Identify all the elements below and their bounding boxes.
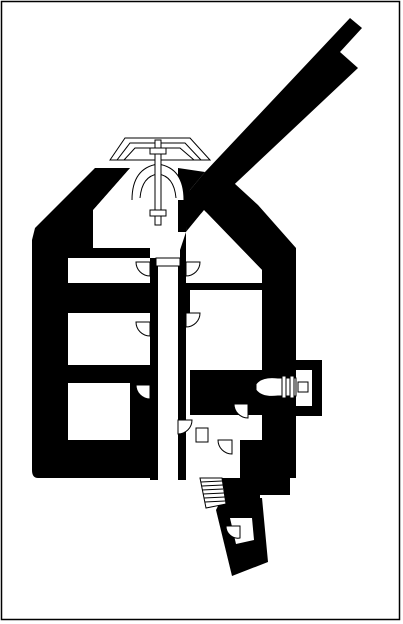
- door-swing-icon: [135, 384, 151, 400]
- casemate-walls: [70, 168, 205, 232]
- door-swing-icon: [185, 312, 201, 328]
- stair-icon: [199, 477, 227, 509]
- door-swing-icon: [233, 403, 249, 419]
- gun-embrasure-icon: [109, 137, 212, 226]
- door-swing-icon: [225, 525, 241, 539]
- door-swing-icon: [185, 261, 201, 277]
- corridor-doorframes: [155, 257, 209, 443]
- door-swing-icon: [177, 419, 193, 435]
- right-room-main: [190, 313, 262, 370]
- door-swings: [135, 261, 249, 539]
- left-room-bottom: [68, 383, 130, 440]
- door-swing-icon: [217, 439, 233, 455]
- side-embrasure-icon: [255, 375, 309, 399]
- wall-mass: [32, 18, 362, 576]
- central-corridor: [158, 258, 178, 480]
- door-swing-icon: [135, 261, 151, 277]
- right-room-upper: [186, 210, 262, 283]
- left-room-middle: [68, 313, 150, 365]
- stair-landing: [200, 440, 220, 478]
- door-swing-icon: [135, 321, 151, 337]
